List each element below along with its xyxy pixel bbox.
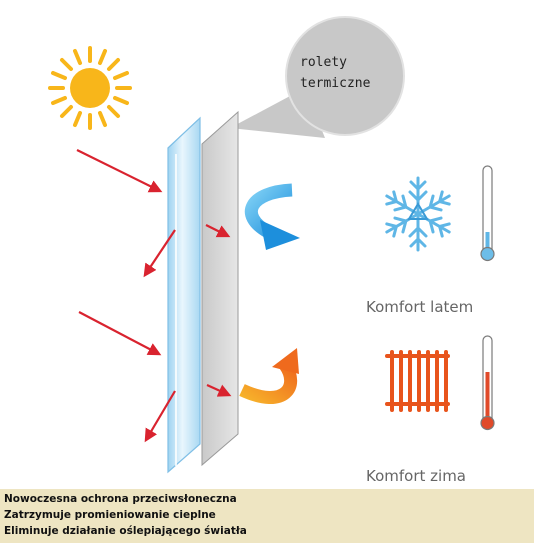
snowflake-icon [381, 176, 455, 252]
callout-label: rolety termiczne [300, 52, 396, 94]
window-diagram [48, 16, 495, 474]
callout-circle [285, 16, 405, 136]
feature-line: Eliminuje działanie oślepiającego światł… [4, 525, 247, 537]
feature-line: Zatrzymuje promieniowanie cieplne [4, 509, 216, 521]
thermometer-cold-icon [480, 165, 495, 262]
feature-footer: Nowoczesna ochrona przeciwsłoneczna Zatr… [0, 489, 534, 543]
ray-through-top [205, 224, 231, 238]
radiator-icon [385, 350, 450, 412]
callout-line-2: termiczne [300, 76, 371, 91]
ray-through-bottom [206, 383, 232, 397]
feature-line: Nowoczesna ochrona przeciwsłoneczna [4, 493, 237, 505]
ray-reflected-bottom [144, 390, 176, 443]
thermal-blind-panel [201, 110, 239, 467]
ray-reflected-top [143, 229, 176, 278]
cold-air-arrow [244, 183, 300, 250]
winter-comfort-caption: Komfort zima [366, 467, 466, 485]
callout-line-1: rolety [300, 55, 347, 70]
ray-incoming-top [76, 149, 163, 193]
sun-icon [48, 46, 132, 130]
summer-comfort-caption: Komfort latem [366, 298, 474, 316]
ray-incoming-bottom [78, 311, 162, 356]
warm-air-arrow [239, 348, 299, 404]
glass-pane [167, 116, 201, 474]
thermometer-warm-icon [480, 335, 495, 431]
